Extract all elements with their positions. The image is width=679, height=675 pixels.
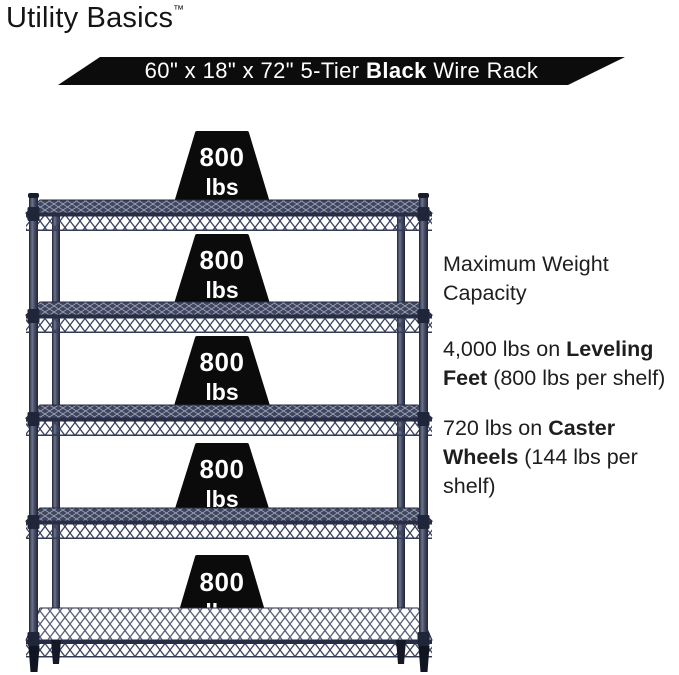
weight-value: 800 <box>200 347 245 377</box>
weight-unit: lbs <box>205 277 238 303</box>
caster-spec-pre: 720 lbs on <box>443 416 549 440</box>
trademark-symbol: ™ <box>173 4 185 16</box>
shelf-4 <box>24 507 434 539</box>
weight-value: 800 <box>200 142 245 172</box>
brand-logo: Utility Basics™ <box>6 2 184 35</box>
capacity-heading: Maximum Weight Capacity <box>443 252 609 305</box>
front-posts <box>27 193 430 648</box>
caster-spec-post: (144 lbs per shelf) <box>443 445 638 498</box>
leveling-spec-post: (800 lbs per shelf) <box>487 366 666 390</box>
banner-text-bold: Black <box>366 58 427 83</box>
shelf-3 <box>24 404 434 436</box>
shelf-1 <box>24 199 434 231</box>
leveling-feet-spec: 4,000 lbs on Leveling Feet (800 lbs per … <box>443 335 678 393</box>
banner-text-pre: 60" x 18" x 72" 5-Tier <box>144 58 367 83</box>
caster-spec-bold: Caster Wheels <box>443 416 616 469</box>
weight-badge-1: 800 lbs <box>174 131 270 205</box>
leveling-spec-pre: 4,000 lbs on <box>443 337 567 361</box>
title-banner: 60" x 18" x 72" 5-Tier Black Wire Rack <box>58 57 625 85</box>
front-feet <box>28 646 430 672</box>
weight-value: 800 <box>200 245 245 275</box>
weight-value: 800 <box>200 567 245 597</box>
weight-unit: lbs <box>205 174 238 200</box>
banner-text-post: Wire Rack <box>426 58 539 83</box>
shelf-5 <box>25 607 433 658</box>
back-feet <box>51 640 406 664</box>
weight-badge-2: 800 lbs <box>174 234 270 306</box>
weight-unit: lbs <box>205 379 238 405</box>
leveling-spec-bold: Leveling Feet <box>443 337 654 390</box>
caster-wheels-spec: 720 lbs on Caster Wheels (144 lbs per sh… <box>443 414 678 501</box>
weight-badge-4: 800 lbs <box>174 443 270 514</box>
weight-badge-3: 800 lbs <box>174 336 270 408</box>
shelf-2 <box>24 301 434 333</box>
weight-value: 800 <box>200 454 245 484</box>
capacity-info: Maximum Weight Capacity 4,000 lbs on Lev… <box>443 250 678 522</box>
brand-name: Utility Basics <box>6 2 174 34</box>
